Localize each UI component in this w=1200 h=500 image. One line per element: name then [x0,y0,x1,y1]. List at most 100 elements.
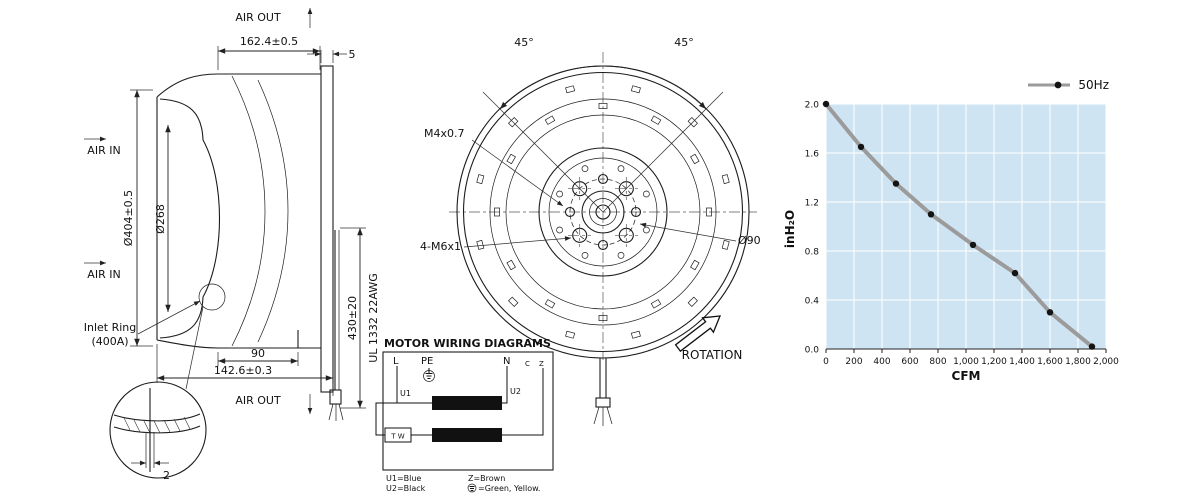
balance-clip [721,174,730,185]
vent-hole [556,190,563,198]
x-axis-label: CFM [952,369,981,383]
wiring-title: MOTOR WIRING DIAGRAMS [384,337,551,350]
front-cable [593,358,613,426]
y-tick-label: 2.0 [805,101,820,111]
power-cable [328,230,344,421]
y-tick-label: 1.2 [805,199,819,209]
detail-view-circle: 2 [109,381,207,482]
bolt-circle [569,178,637,246]
balance-clip [494,207,500,217]
hub-circle [581,190,625,234]
balance-clip [650,115,662,125]
winding-1 [432,396,502,410]
balance-clip [544,299,556,309]
inlet-ring-leader [137,300,201,335]
vent-holes [556,165,650,259]
x-tick-label: 1,800 [1065,357,1091,367]
data-point [822,100,830,108]
y-tick-label: 0.4 [805,297,820,307]
y-tick-label: 0.8 [805,248,820,258]
dim-outer-diameter: Ø404±0.5 [122,190,135,246]
balance-clip [690,259,700,271]
shaft-hole [595,204,611,220]
legend-marker-icon [1028,81,1071,89]
dim-total-depth: 142.6±0.3 [214,364,272,377]
terminal-pe: PE [421,356,433,367]
dim-inlet-diameter: Ø268 [154,204,167,234]
balance-clip [706,207,712,217]
dim-depth: 90 [251,347,265,360]
x-tick-label: 1,600 [1037,357,1063,367]
data-point [1088,343,1096,350]
legend-u2: U2=Black [386,484,426,493]
balance-clips-ring [476,85,730,339]
side-view: AIR IN AIR IN AIR OUT AIR OUT 162.4±0.5 … [84,8,380,482]
ground-symbol [423,368,435,382]
wiring-box [382,351,554,471]
legend-u1: U1=Blue [386,474,421,483]
data-point [1046,309,1054,316]
balance-clip [544,115,556,125]
x-tick-label: 2,000 [1093,357,1119,367]
balance-clip [565,85,576,94]
air-out-label: AIR OUT [235,394,281,407]
x-tick-label: 800 [929,357,946,367]
dim-cable-length: 430±20 [346,296,359,340]
balance-clip [650,299,662,309]
balance-clip [687,296,698,307]
wiring-circuit [375,366,544,443]
x-tick-label: 400 [873,357,890,367]
thread-bolt-label: 4-M6x1 [420,240,461,253]
y-axis-label: inH₂O [783,210,797,248]
x-tick-label: 200 [845,357,862,367]
dim-width: 162.4±0.5 [240,35,298,48]
balance-clip [476,174,485,185]
thermal-label: T W [390,433,405,441]
dim-plate-thickness: 5 [349,48,356,61]
air-in-label: AIR IN [87,268,120,281]
wiring-diagram: MOTOR WIRING DIAGRAMS L PE N C Z U1 U2 [375,337,554,493]
balance-clip [630,330,641,339]
air-in-label: AIR IN [87,144,120,157]
blade-curve [231,75,266,347]
balance-clip [598,103,608,109]
inlet-bell-bottom [159,296,204,339]
inlet-bell-top [159,98,204,141]
y-tick-label: 0.0 [805,346,820,356]
balance-clip [630,85,641,94]
winding-2 [432,428,502,442]
inlet-ring-label: Inlet Ring [84,321,137,334]
front-view: 45° 45° M4x0.7 4-M6x1 Ø90 ROTATION [420,36,761,426]
legend-z: Z=Brown [468,474,505,483]
vent-hole [643,226,650,234]
vent-hole [581,252,589,259]
data-point [892,180,900,187]
data-point [857,143,865,151]
balance-clip [598,315,608,321]
dim-ring-thickness: 2 [163,469,170,482]
series-50hz-line [824,102,1094,349]
balance-clip [690,153,700,165]
data-point [1011,269,1019,277]
balance-clip [506,259,516,271]
vent-hole [617,165,625,172]
rotation-label: ROTATION [682,348,743,362]
chart-legend: 50Hz [1026,78,1109,92]
x-tick-label: 1,200 [981,357,1007,367]
air-out-label: AIR OUT [235,11,281,24]
x-tick-label: 1,400 [1009,357,1035,367]
rotation-arrow [674,315,722,353]
data-point [969,241,977,249]
terminal-z: Z [539,360,544,368]
inlet-ring-label2: (400A) [91,335,128,348]
angle-dim-right: 45° [674,36,694,49]
balance-clip [476,239,485,250]
terminal-c: C [525,360,530,368]
x-tick-label: 0 [823,357,829,367]
vent-hole [617,252,625,259]
vent-hole [581,165,589,172]
x-tick-label: 1,000 [953,357,979,367]
